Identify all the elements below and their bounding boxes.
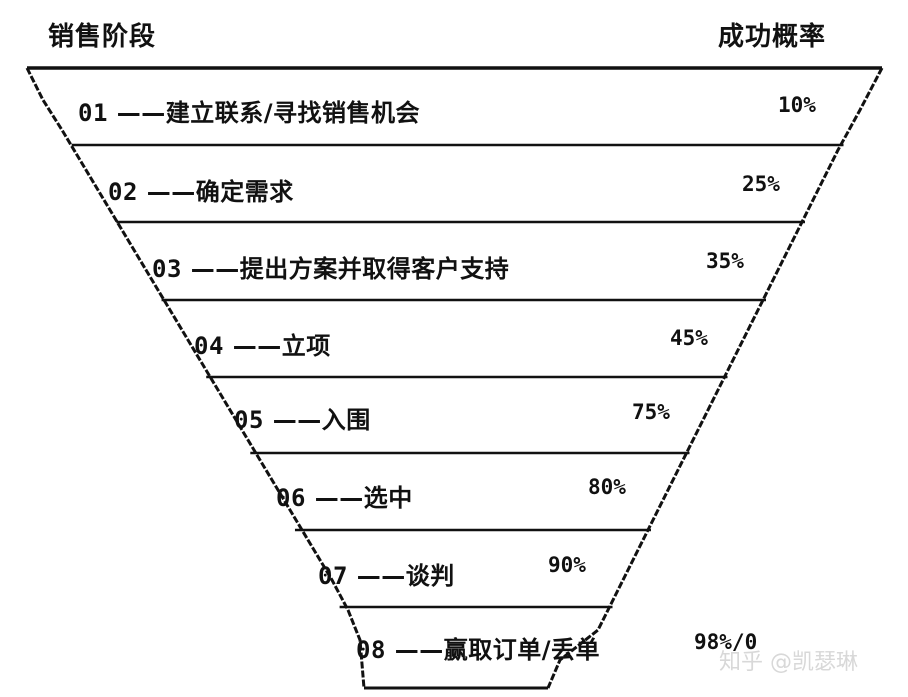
stage-probability: 90%: [548, 553, 586, 577]
stage-name: ——赢取订单/丢单: [385, 636, 601, 664]
stage-name: ——入围: [263, 406, 371, 434]
probability-column-header: 成功概率: [718, 22, 827, 52]
stage-column-header: 销售阶段: [48, 22, 157, 52]
funnel-right-edge: [546, 67, 884, 689]
stage-name: ——确定需求: [137, 178, 294, 206]
stage-name: ——提出方案并取得客户支持: [181, 255, 510, 283]
stage-number: 04: [194, 332, 224, 360]
stage-number: 07: [318, 562, 348, 590]
stage-name: ——选中: [305, 484, 413, 512]
stage-number: 02: [108, 178, 138, 206]
stage-number: 05: [234, 406, 264, 434]
stage-number: 03: [152, 255, 182, 283]
watermark: 知乎 @凯瑟琳: [719, 650, 858, 675]
funnel-left-edge: [25, 67, 366, 689]
stage-probability: 75%: [632, 400, 670, 424]
stage-probability: 98%/0: [694, 630, 758, 654]
stage-label: 06 ——选中: [276, 478, 413, 513]
stage-label: 04 ——立项: [194, 326, 331, 361]
stage-probability: 25%: [742, 172, 780, 196]
stage-label: 08 ——赢取订单/丢单: [356, 630, 600, 665]
stage-probability: 80%: [588, 475, 626, 499]
stage-name: ——谈判: [347, 562, 455, 590]
stage-number: 08: [356, 636, 386, 664]
stage-probability: 35%: [706, 249, 744, 273]
stage-number: 01: [78, 99, 108, 127]
stage-label: 01 ——建立联系/寻找销售机会: [78, 93, 420, 128]
stage-label: 05 ——入围: [234, 400, 371, 435]
stage-label: 07 ——谈判: [318, 556, 455, 591]
stage-label: 03 ——提出方案并取得客户支持: [152, 249, 509, 284]
stage-probability: 45%: [670, 326, 708, 350]
stage-name: ——建立联系/寻找销售机会: [107, 99, 421, 127]
stage-probability: 10%: [778, 93, 816, 117]
stage-name: ——立项: [223, 332, 331, 360]
stage-number: 06: [276, 484, 306, 512]
stage-label: 02 ——确定需求: [108, 172, 294, 207]
